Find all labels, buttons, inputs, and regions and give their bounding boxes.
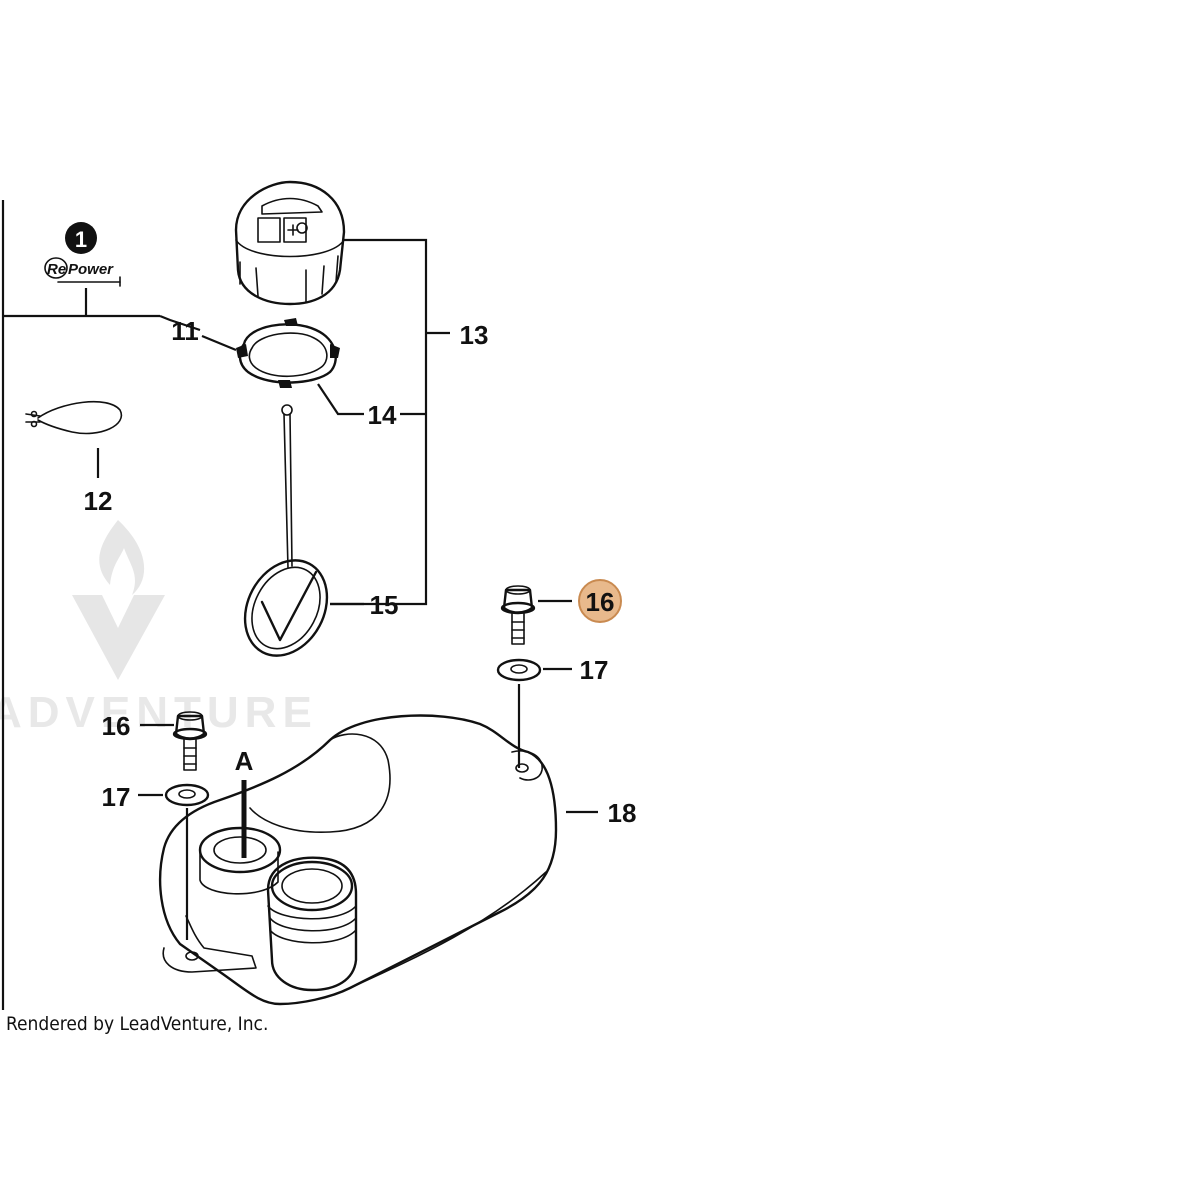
label-part-13[interactable]: 13	[460, 320, 489, 350]
part-12-wire-loop[interactable]	[25, 400, 123, 435]
highlighted-callout-16[interactable]: 16	[578, 579, 622, 623]
svg-text:Power: Power	[68, 261, 114, 278]
watermark-logo: ADVENTURE	[0, 520, 318, 737]
render-credit: Rendered by LeadVenture, Inc.	[6, 1013, 268, 1035]
part-17-washer-left[interactable]	[164, 783, 210, 807]
leader-line-11	[159, 314, 201, 332]
label-part-11[interactable]: 11	[171, 316, 199, 346]
part-17-washer-right[interactable]	[496, 658, 542, 682]
label-part-16-left[interactable]: 16	[102, 711, 131, 741]
label-part-15[interactable]: 15	[370, 590, 399, 620]
part-13-fuel-cap[interactable]	[234, 180, 346, 306]
label-part-14[interactable]: 14	[368, 400, 397, 430]
label-part-17-right[interactable]: 17	[580, 655, 609, 685]
callout-16-highlight-number: 16	[586, 587, 615, 617]
view-a-indicator: A	[235, 746, 254, 858]
leader-line-11-part	[201, 334, 237, 352]
leader-line-14-part	[317, 383, 364, 416]
label-part-12[interactable]: 12	[84, 486, 113, 516]
label-part-18[interactable]: 18	[608, 798, 637, 828]
callout-1-number: 1	[75, 227, 87, 252]
part-18-fuel-tank[interactable]	[159, 714, 558, 1006]
part-16-bolt-right[interactable]	[500, 585, 536, 645]
leader-line-13-bracket	[330, 238, 428, 606]
label-part-17-left[interactable]: 17	[102, 782, 131, 812]
kit-callout-1[interactable]: 1	[65, 222, 97, 254]
part-15-strainer[interactable]	[229, 404, 343, 670]
watermark-text: ADVENTURE	[0, 688, 318, 737]
svg-text:Re: Re	[47, 261, 66, 278]
view-a-label: A	[235, 746, 254, 776]
part-16-bolt-left[interactable]	[172, 711, 208, 771]
part-14-gasket[interactable]	[236, 318, 340, 388]
repower-logo: Re Power	[44, 257, 121, 287]
